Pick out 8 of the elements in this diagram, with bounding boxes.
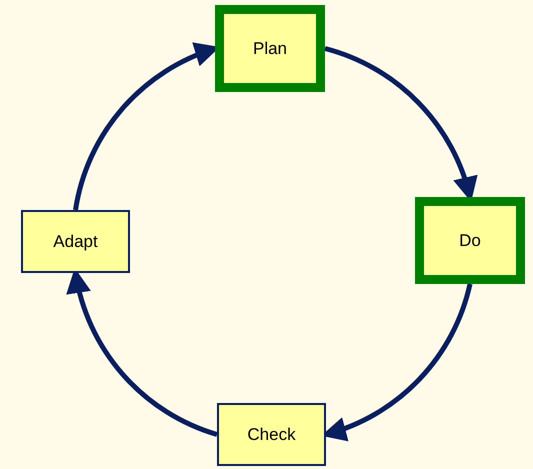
process-box <box>415 197 525 284</box>
step-label: Do <box>459 230 481 250</box>
process-box <box>21 210 130 273</box>
step-label: Check <box>247 424 296 444</box>
process-box <box>217 403 326 466</box>
step-label: Plan <box>252 38 288 58</box>
step-label: Adapt <box>53 232 98 252</box>
process-box <box>215 5 325 92</box>
